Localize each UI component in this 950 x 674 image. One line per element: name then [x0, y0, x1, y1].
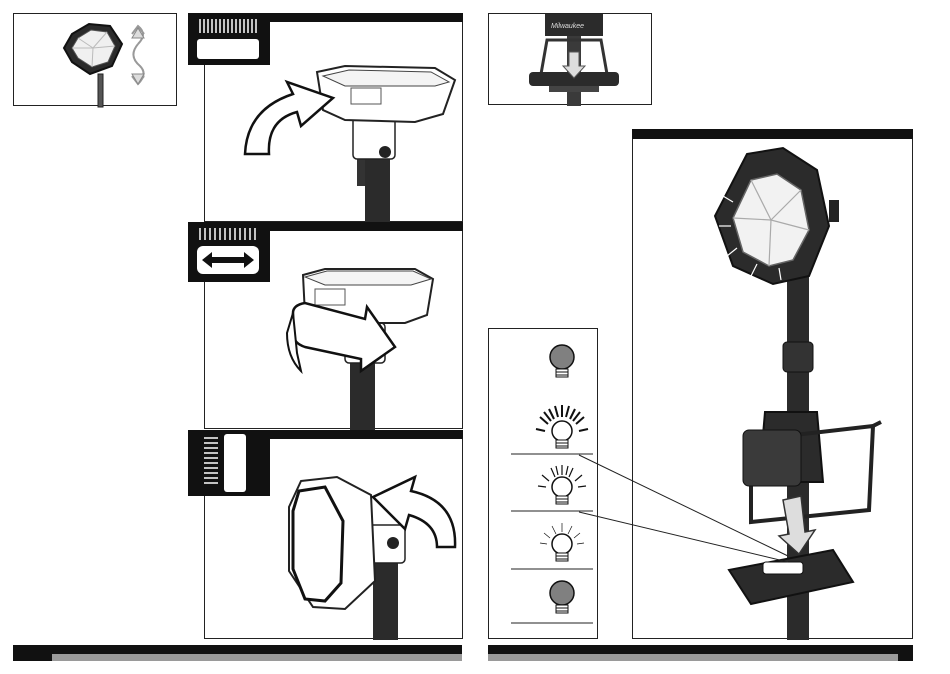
curved-arrow-icon [245, 82, 333, 154]
beam-swivel-icon [188, 222, 270, 282]
left-page [0, 0, 475, 674]
beam-high-icon [188, 13, 270, 65]
tilt-thumb-drawing [14, 14, 178, 107]
callout-lines [475, 0, 950, 674]
rotate-up-down-arrows-icon [132, 26, 144, 84]
beam-side-icon [188, 430, 270, 496]
tab-icon-side [188, 430, 270, 496]
tab-icon-high [188, 13, 270, 65]
fig-tilt-thumb [13, 13, 177, 106]
right-page: Milwaukee [475, 0, 950, 674]
tab-icon-swivel [188, 222, 270, 282]
left-footer-shade [52, 654, 462, 661]
right-footer-shade [488, 654, 898, 661]
